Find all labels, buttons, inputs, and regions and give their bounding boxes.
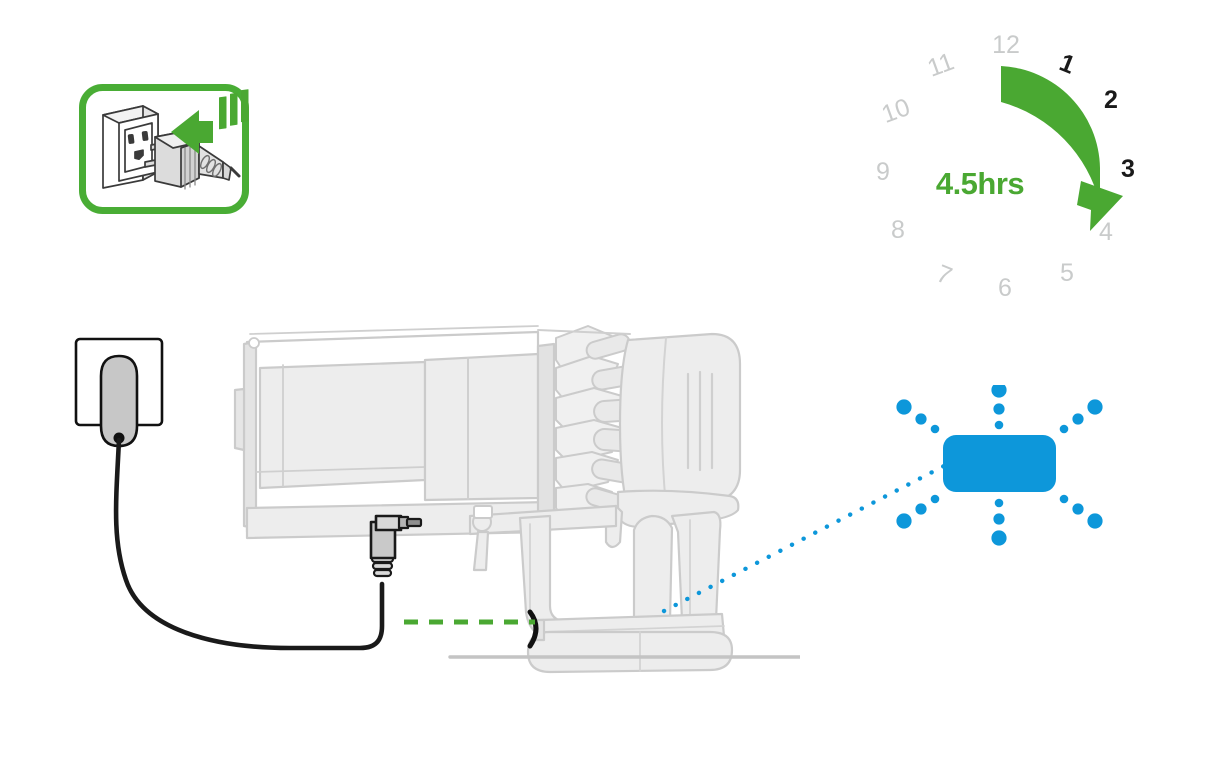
clock-numeral-3: 3 (1121, 155, 1135, 183)
led-ray-lower-left (896, 494, 940, 529)
led-ray-upper-left (896, 399, 940, 434)
clock-numeral-5: 5 (1060, 259, 1074, 287)
led-ray-upper-right (1059, 399, 1103, 434)
badge-border (79, 84, 249, 214)
insert-direction-arrow (171, 89, 249, 154)
motor-vents (686, 370, 714, 472)
charger-cable (113, 437, 385, 651)
led-ray-bottom (991, 498, 1007, 546)
led-ray-lower-right (1059, 494, 1103, 529)
mains-charger (60, 330, 480, 710)
clock-numeral-6: 6 (998, 274, 1012, 302)
charging-port-bracket (527, 609, 539, 649)
plug-into-mains-badge (79, 84, 249, 214)
clock-numeral-4: 4 (1099, 218, 1113, 246)
clock-numeral-2: 2 (1104, 86, 1118, 114)
clock-numeral-9: 9 (876, 158, 890, 186)
charging-led-indicator (885, 382, 1110, 560)
clock-numeral-8: 8 (891, 216, 905, 244)
charging-duration-label: 4.5hrs (935, 166, 1025, 201)
charging-duration-arc (1001, 66, 1123, 231)
led-body (943, 435, 1056, 492)
led-ray-top (991, 382, 1007, 430)
right-angle-dc-connector (369, 514, 423, 578)
charging-time-clock: 12 1 2 3 4 5 6 7 8 9 10 11 4.5hrs (855, 18, 1155, 308)
clock-numeral-12: 12 (992, 31, 1020, 59)
